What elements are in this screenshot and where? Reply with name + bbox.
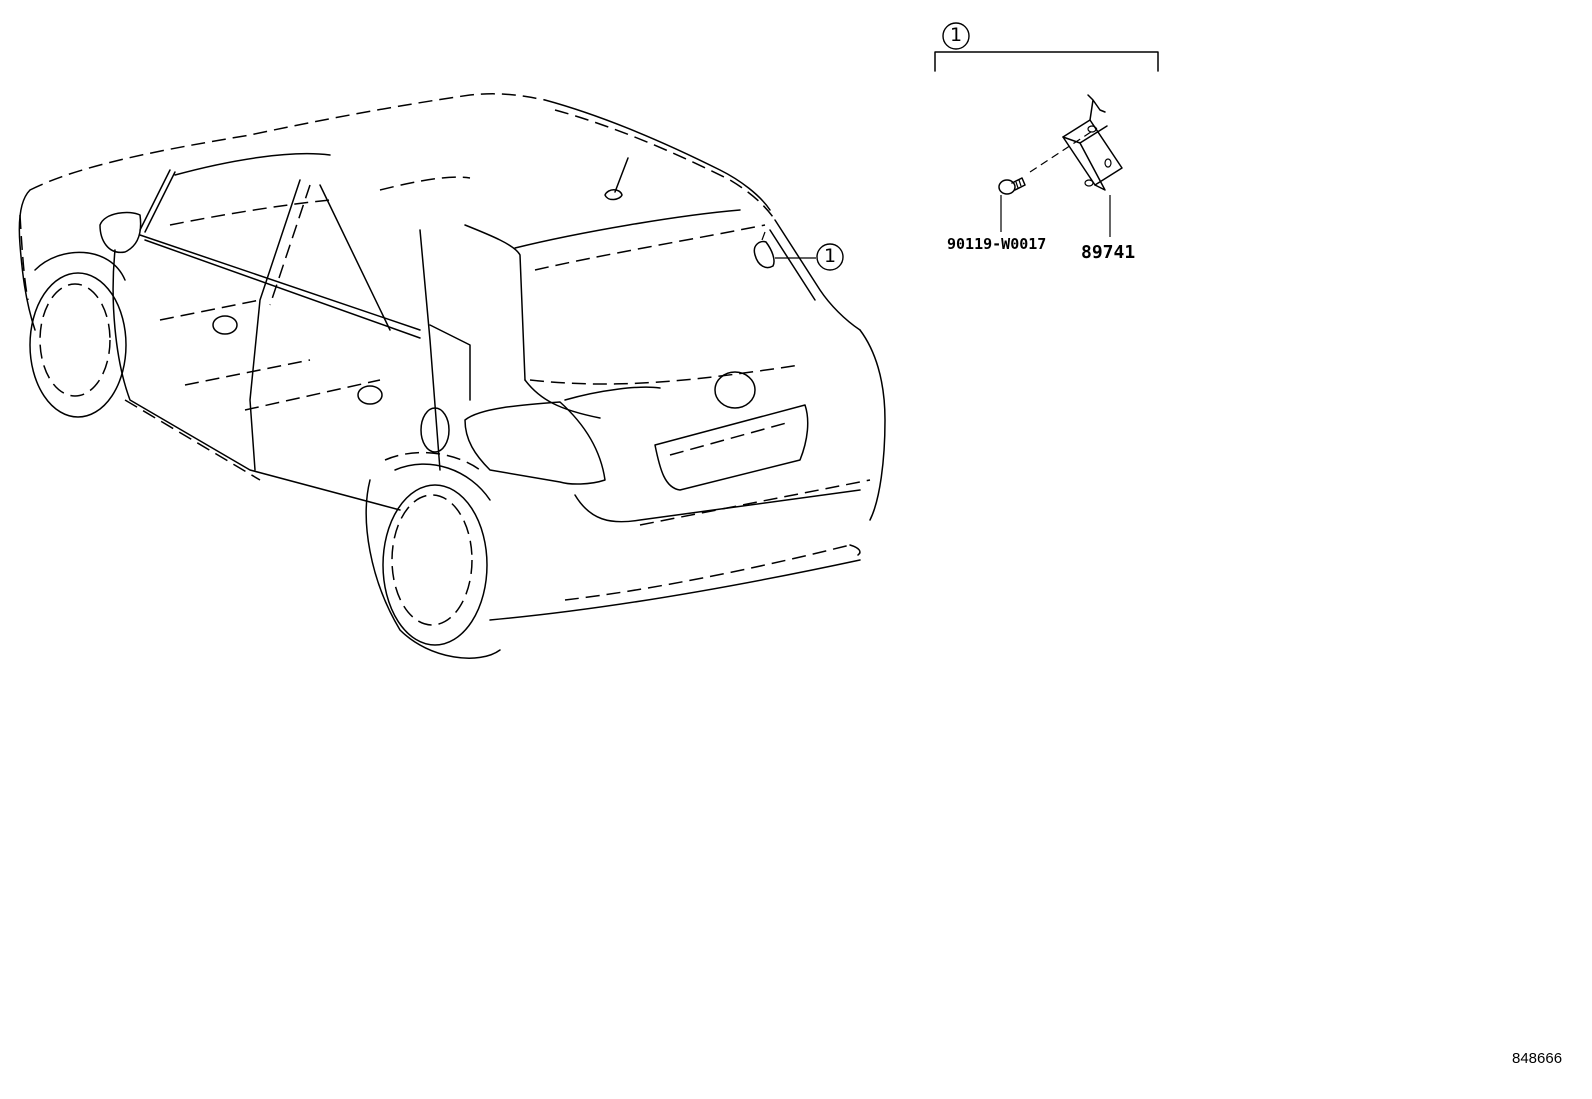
illustration-reference-number: 848666 xyxy=(1512,1050,1563,1067)
exploded-parts xyxy=(998,94,1123,237)
callout-group-label: 1 xyxy=(949,24,963,46)
callout-vehicle-circle xyxy=(816,243,844,271)
vehicle-drawing xyxy=(18,93,886,659)
callout-vehicle-label: 1 xyxy=(823,245,837,267)
group-bracket xyxy=(934,22,1159,72)
module-icon xyxy=(1062,94,1123,191)
part-number-bolt[interactable]: 90119-W0017 xyxy=(947,235,1047,253)
part-number-module[interactable]: 89741 xyxy=(1081,242,1136,263)
bolt-icon xyxy=(998,177,1026,195)
